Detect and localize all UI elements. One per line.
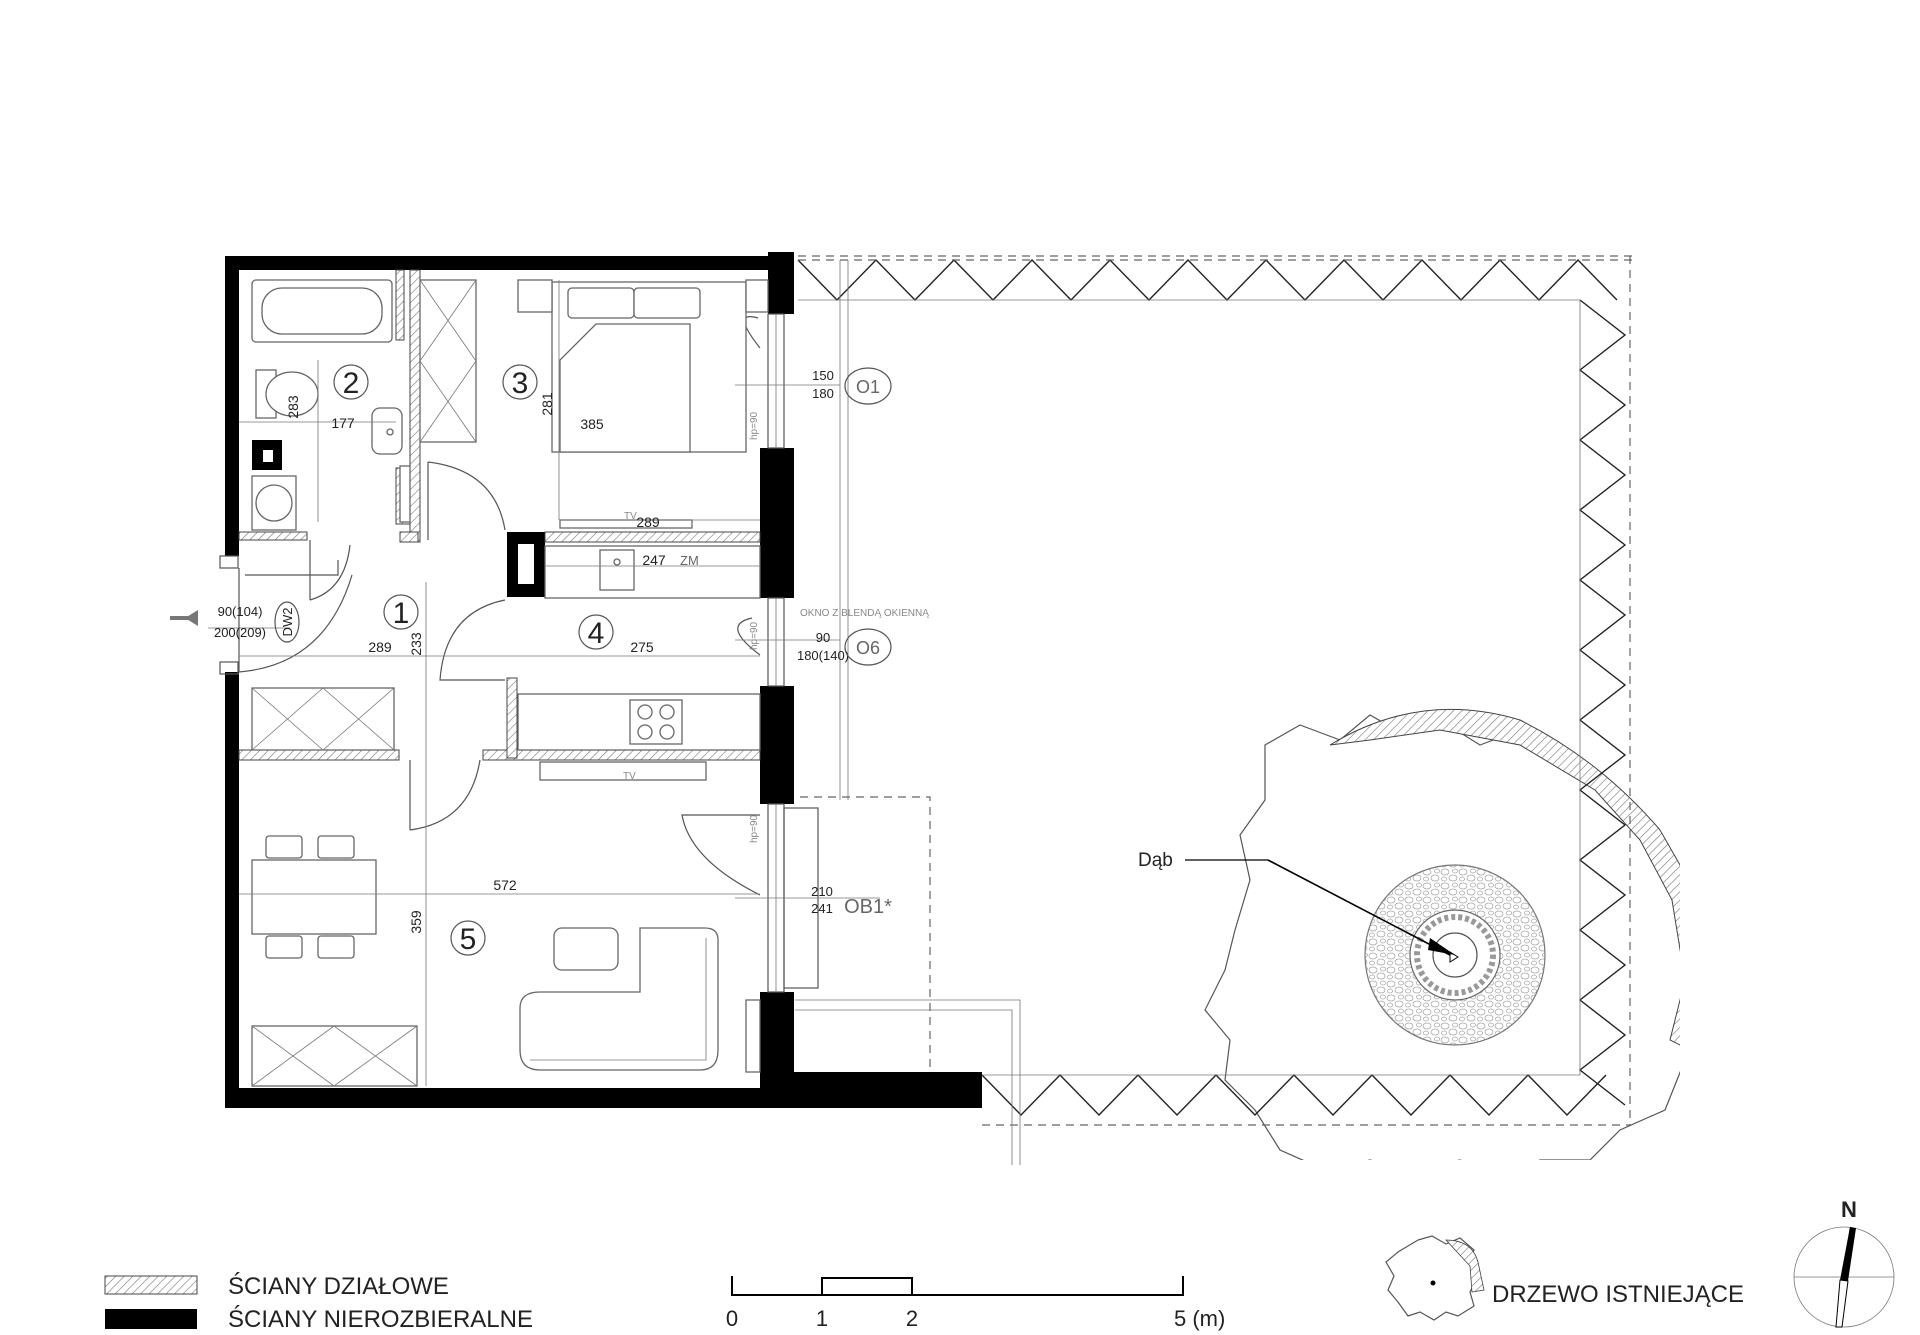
tree-label: Dąb bbox=[1138, 850, 1173, 871]
kitchen-tv-label: TV bbox=[623, 771, 636, 782]
window-tags: 150 180 O1 OKNO Z BLENDĄ OKIENNĄ 90 180(… bbox=[214, 367, 929, 918]
room-3-width: 385 bbox=[580, 416, 604, 432]
window-ob1-height: 241 bbox=[811, 901, 833, 916]
fence-right bbox=[1578, 299, 1627, 1106]
room-5-depth: 359 bbox=[408, 910, 424, 934]
room-3-number: 3 bbox=[512, 367, 529, 400]
bathroom-fixtures bbox=[251, 279, 411, 531]
window-o6-sill: hp=90 bbox=[749, 621, 760, 650]
scale-bar: 0 1 2 5 (m) bbox=[726, 1276, 1225, 1331]
room-1-number: 1 bbox=[393, 597, 410, 630]
room-dimensions: 177 283 385 281 289 233 275 247 ZM 572 3… bbox=[285, 392, 699, 934]
structural-walls bbox=[225, 252, 982, 1108]
fence-top bbox=[797, 258, 1618, 302]
dimension-lines bbox=[208, 280, 880, 1086]
garden: Dąb bbox=[795, 255, 1680, 1165]
kitchen-furniture bbox=[517, 545, 761, 781]
tree-legend-icon bbox=[1385, 1235, 1479, 1321]
window-ob1-sill: hp=90 bbox=[749, 814, 760, 843]
scale-label-2: 2 bbox=[906, 1306, 918, 1331]
bedroom-tv-label: TV bbox=[624, 511, 637, 522]
bedroom-tv-width: 289 bbox=[636, 514, 660, 530]
room-4-note: ZM bbox=[680, 553, 699, 568]
entrance-door-dw2 bbox=[170, 555, 353, 675]
bedroom-furniture bbox=[517, 279, 769, 529]
room-5-width: 572 bbox=[493, 877, 517, 893]
living-furniture bbox=[251, 835, 761, 1073]
wardrobes bbox=[251, 279, 477, 1087]
room-4-number: 4 bbox=[588, 617, 605, 650]
tree-legend-label: DRZEWO ISTNIEJĄCE bbox=[1492, 1281, 1744, 1308]
room-numbers: 2 3 1 4 5 bbox=[333, 364, 614, 956]
room-5-number: 5 bbox=[460, 923, 477, 956]
fence-bottom bbox=[981, 1073, 1607, 1117]
window-o6-note: OKNO Z BLENDĄ OKIENNĄ bbox=[800, 608, 929, 619]
north-arrow: N bbox=[1793, 1197, 1895, 1328]
interior-doors bbox=[309, 461, 506, 831]
room-2-width: 177 bbox=[331, 415, 355, 431]
window-ob1-width: 210 bbox=[811, 884, 833, 899]
room-2-number: 2 bbox=[343, 367, 360, 400]
door-dw2-width: 90(104) bbox=[218, 604, 263, 619]
window-o6-height: 180(140) bbox=[797, 648, 849, 663]
room-3-depth: 281 bbox=[539, 392, 555, 416]
room-1-depth: 233 bbox=[408, 632, 424, 656]
legend-structural-swatch bbox=[105, 1309, 197, 1329]
apartment: 2 3 1 4 5 177 283 385 281 289 233 275 24… bbox=[170, 252, 982, 1108]
scale-label-1: 1 bbox=[816, 1306, 828, 1331]
window-o1-height: 180 bbox=[812, 386, 834, 401]
window-o1-code: O1 bbox=[856, 377, 880, 397]
room-4-width: 275 bbox=[630, 639, 654, 655]
door-dw2-code: DW2 bbox=[280, 608, 295, 637]
room-2-depth: 283 bbox=[285, 395, 301, 419]
window-o6-code: O6 bbox=[856, 638, 880, 658]
room-1-width: 289 bbox=[368, 639, 392, 655]
legend: ŚCIANY DZIAŁOWE ŚCIANY NIEROZBIERALNE bbox=[104, 1272, 533, 1333]
north-label: N bbox=[1841, 1197, 1857, 1222]
legend-partition-label: ŚCIANY DZIAŁOWE bbox=[228, 1272, 449, 1300]
door-dw2-height: 200(209) bbox=[214, 625, 266, 640]
legend-structural-label: ŚCIANY NIEROZBIERALNE bbox=[228, 1305, 533, 1333]
tree-legend: DRZEWO ISTNIEJĄCE bbox=[1385, 1235, 1744, 1321]
scale-label-5m: 5 (m) bbox=[1174, 1306, 1225, 1331]
tree-oak bbox=[1185, 859, 1546, 1046]
window-o6-width: 90 bbox=[816, 630, 830, 645]
tree-canopy bbox=[1204, 708, 1680, 1160]
room-4-depth: 247 bbox=[642, 552, 666, 568]
window-ob1-code: OB1* bbox=[844, 896, 892, 918]
window-o1-sill: hp=90 bbox=[749, 411, 760, 440]
legend-partition-swatch bbox=[104, 1275, 198, 1295]
window-o1-width: 150 bbox=[812, 368, 834, 383]
scale-label-0: 0 bbox=[726, 1306, 738, 1331]
